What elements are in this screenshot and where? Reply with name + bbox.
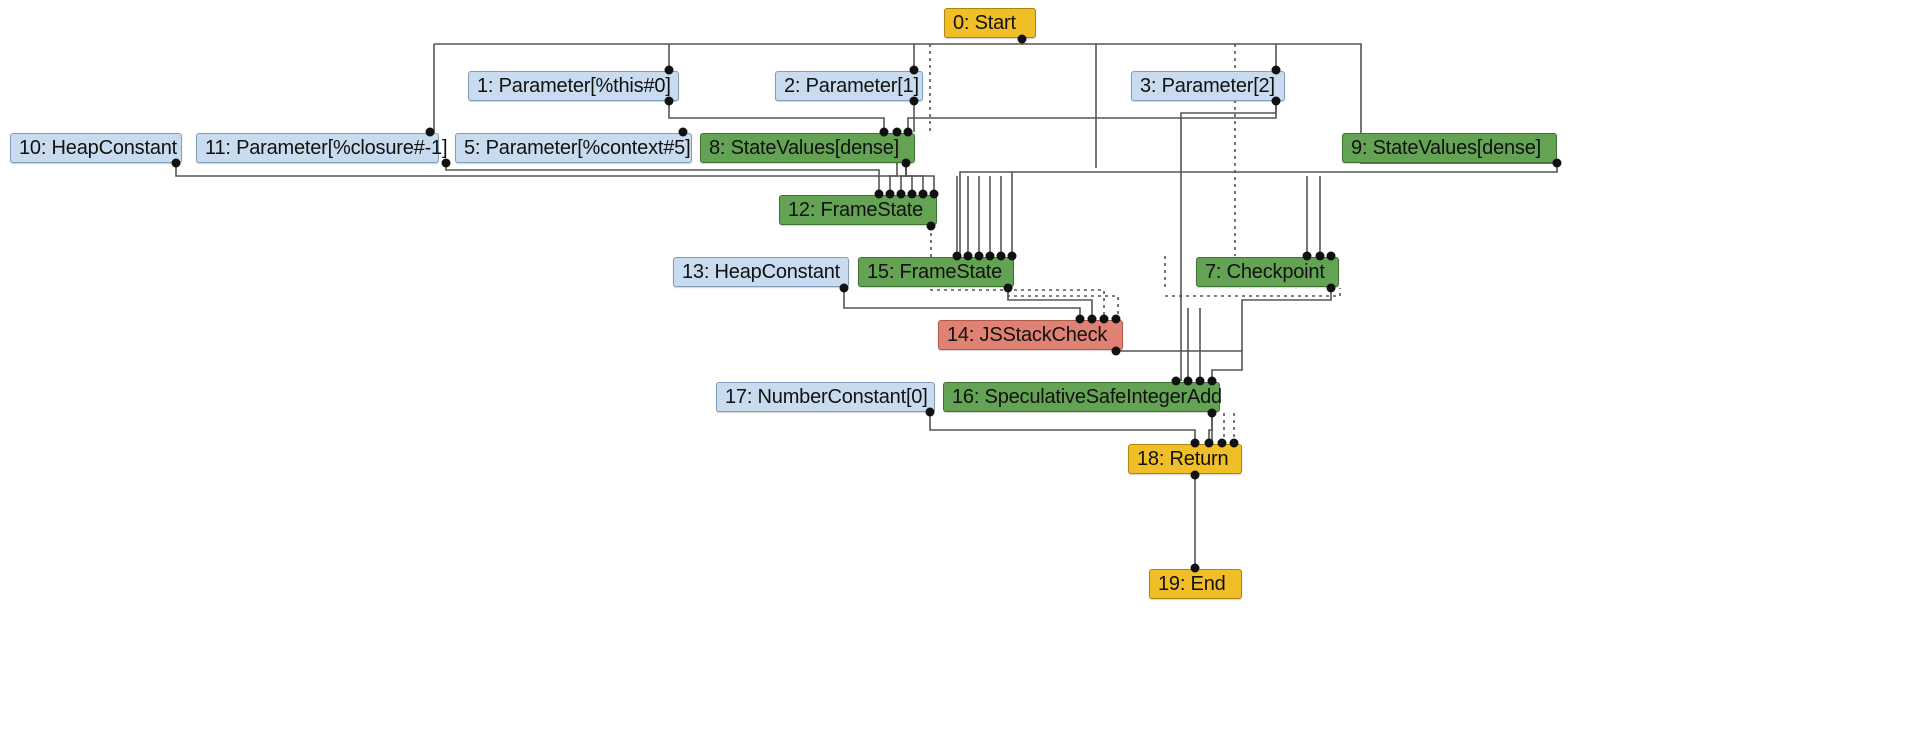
- graph-node-2[interactable]: 2: Parameter[1]: [775, 71, 923, 101]
- graph-node-1[interactable]: 1: Parameter[%this#0]: [468, 71, 679, 101]
- port-sc14-in-3: [1099, 314, 1109, 324]
- port-fs12-in-1: [874, 189, 884, 199]
- port-end19-in: [1190, 563, 1200, 573]
- port-p1-in: [664, 65, 674, 75]
- port-fs12-in-5: [918, 189, 928, 199]
- port-sc14-in-1: [1075, 314, 1085, 324]
- port-add16-in-1: [1171, 376, 1181, 386]
- port-p13-out: [839, 283, 849, 293]
- edge-sv8-e: [905, 163, 935, 194]
- port-start-out: [1017, 34, 1027, 44]
- graph-node-8[interactable]: 8: StateValues[dense]: [700, 133, 915, 163]
- edge-dotted-cp7-rail: [1165, 288, 1341, 297]
- graph-node-7[interactable]: 7: Checkpoint: [1196, 257, 1339, 287]
- port-ret18-in-3: [1217, 438, 1227, 448]
- edge-p17-out: [929, 412, 1196, 443]
- port-fs15-in-2: [963, 251, 973, 261]
- port-p1-out: [664, 96, 674, 106]
- port-fs15-out: [1003, 283, 1013, 293]
- port-p11-in: [425, 127, 435, 137]
- graph-node-9[interactable]: 9: StateValues[dense]: [1342, 133, 1557, 163]
- port-sv8-out: [901, 158, 911, 168]
- edge-p5-out: [445, 163, 880, 194]
- port-cp7-in-1: [1302, 251, 1312, 261]
- graph-node-10[interactable]: 10: HeapConstant: [10, 133, 182, 163]
- port-sv8-in-1: [879, 127, 889, 137]
- graph-node-12[interactable]: 12: FrameState: [779, 195, 937, 225]
- port-fs15-in-3: [974, 251, 984, 261]
- graph-node-0[interactable]: 0: Start: [944, 8, 1036, 38]
- port-cp7-in-3: [1326, 251, 1336, 261]
- edge-cp7-out: [1241, 288, 1332, 351]
- graph-node-15[interactable]: 15: FrameState: [858, 257, 1014, 287]
- edge-rail-right: [1022, 43, 1557, 164]
- edge-sc14-out: [1116, 350, 1243, 381]
- port-p2-in: [909, 65, 919, 75]
- port-add16-out: [1207, 408, 1217, 418]
- port-p17-out: [925, 407, 935, 417]
- port-p3-out: [1271, 96, 1281, 106]
- port-p2-out: [909, 96, 919, 106]
- port-sc14-in-4: [1111, 314, 1121, 324]
- graph-node-17[interactable]: 17: NumberConstant[0]: [716, 382, 935, 412]
- port-add16-in-3: [1195, 376, 1205, 386]
- graph-node-11[interactable]: 11: Parameter[%closure#-1]: [196, 133, 448, 163]
- port-cp7-out: [1326, 283, 1336, 293]
- port-sv9-out: [1552, 158, 1562, 168]
- port-fs12-in-2: [885, 189, 895, 199]
- port-fs12-in-4: [907, 189, 917, 199]
- port-add16-in-4: [1207, 376, 1217, 386]
- port-p11-out: [171, 158, 181, 168]
- graph-node-5[interactable]: 5: Parameter[%context#5]: [455, 133, 692, 163]
- port-ret18-in-1: [1190, 438, 1200, 448]
- port-p5-out: [441, 158, 451, 168]
- edge-fs15-out: [1007, 288, 1093, 319]
- port-ret18-in-4: [1229, 438, 1239, 448]
- edge-p1-out: [668, 101, 885, 132]
- port-fs15-in-1: [952, 251, 962, 261]
- edge-p3-out-2: [1180, 101, 1277, 176]
- port-fs12-in-3: [896, 189, 906, 199]
- graph-node-18[interactable]: 18: Return: [1128, 444, 1242, 474]
- graph-node-16[interactable]: 16: SpeculativeSafeIntegerAdd: [943, 382, 1222, 412]
- port-ret18-out: [1190, 470, 1200, 480]
- port-sv8-in-3: [903, 127, 913, 137]
- edge-p13-out: [843, 288, 1081, 319]
- graph-node-14[interactable]: 14: JSStackCheck: [938, 320, 1123, 350]
- port-ret18-in-2: [1204, 438, 1214, 448]
- port-fs12-out: [926, 221, 936, 231]
- port-add16-in-2: [1183, 376, 1193, 386]
- port-p3-in: [1271, 65, 1281, 75]
- edge-dotted-fs15-out: [1007, 288, 1119, 316]
- port-fs15-in-6: [1007, 251, 1017, 261]
- graph-node-3[interactable]: 3: Parameter[2]: [1131, 71, 1285, 101]
- edge-sv9-out: [959, 163, 1558, 256]
- port-cp7-in-2: [1315, 251, 1325, 261]
- edge-start-rail: [434, 39, 1023, 45]
- port-sc14-in-2: [1087, 314, 1097, 324]
- port-fs15-in-5: [996, 251, 1006, 261]
- port-sc14-out: [1111, 346, 1121, 356]
- port-sv8-in-2: [892, 127, 902, 137]
- edge-rail-left-down: [430, 44, 435, 133]
- port-p5-in: [678, 127, 688, 137]
- port-fs15-in-4: [985, 251, 995, 261]
- edge-p3-out: [907, 101, 1277, 132]
- graph-node-19[interactable]: 19: End: [1149, 569, 1242, 599]
- port-fs12-in-6: [929, 189, 939, 199]
- graph-node-13[interactable]: 13: HeapConstant: [673, 257, 849, 287]
